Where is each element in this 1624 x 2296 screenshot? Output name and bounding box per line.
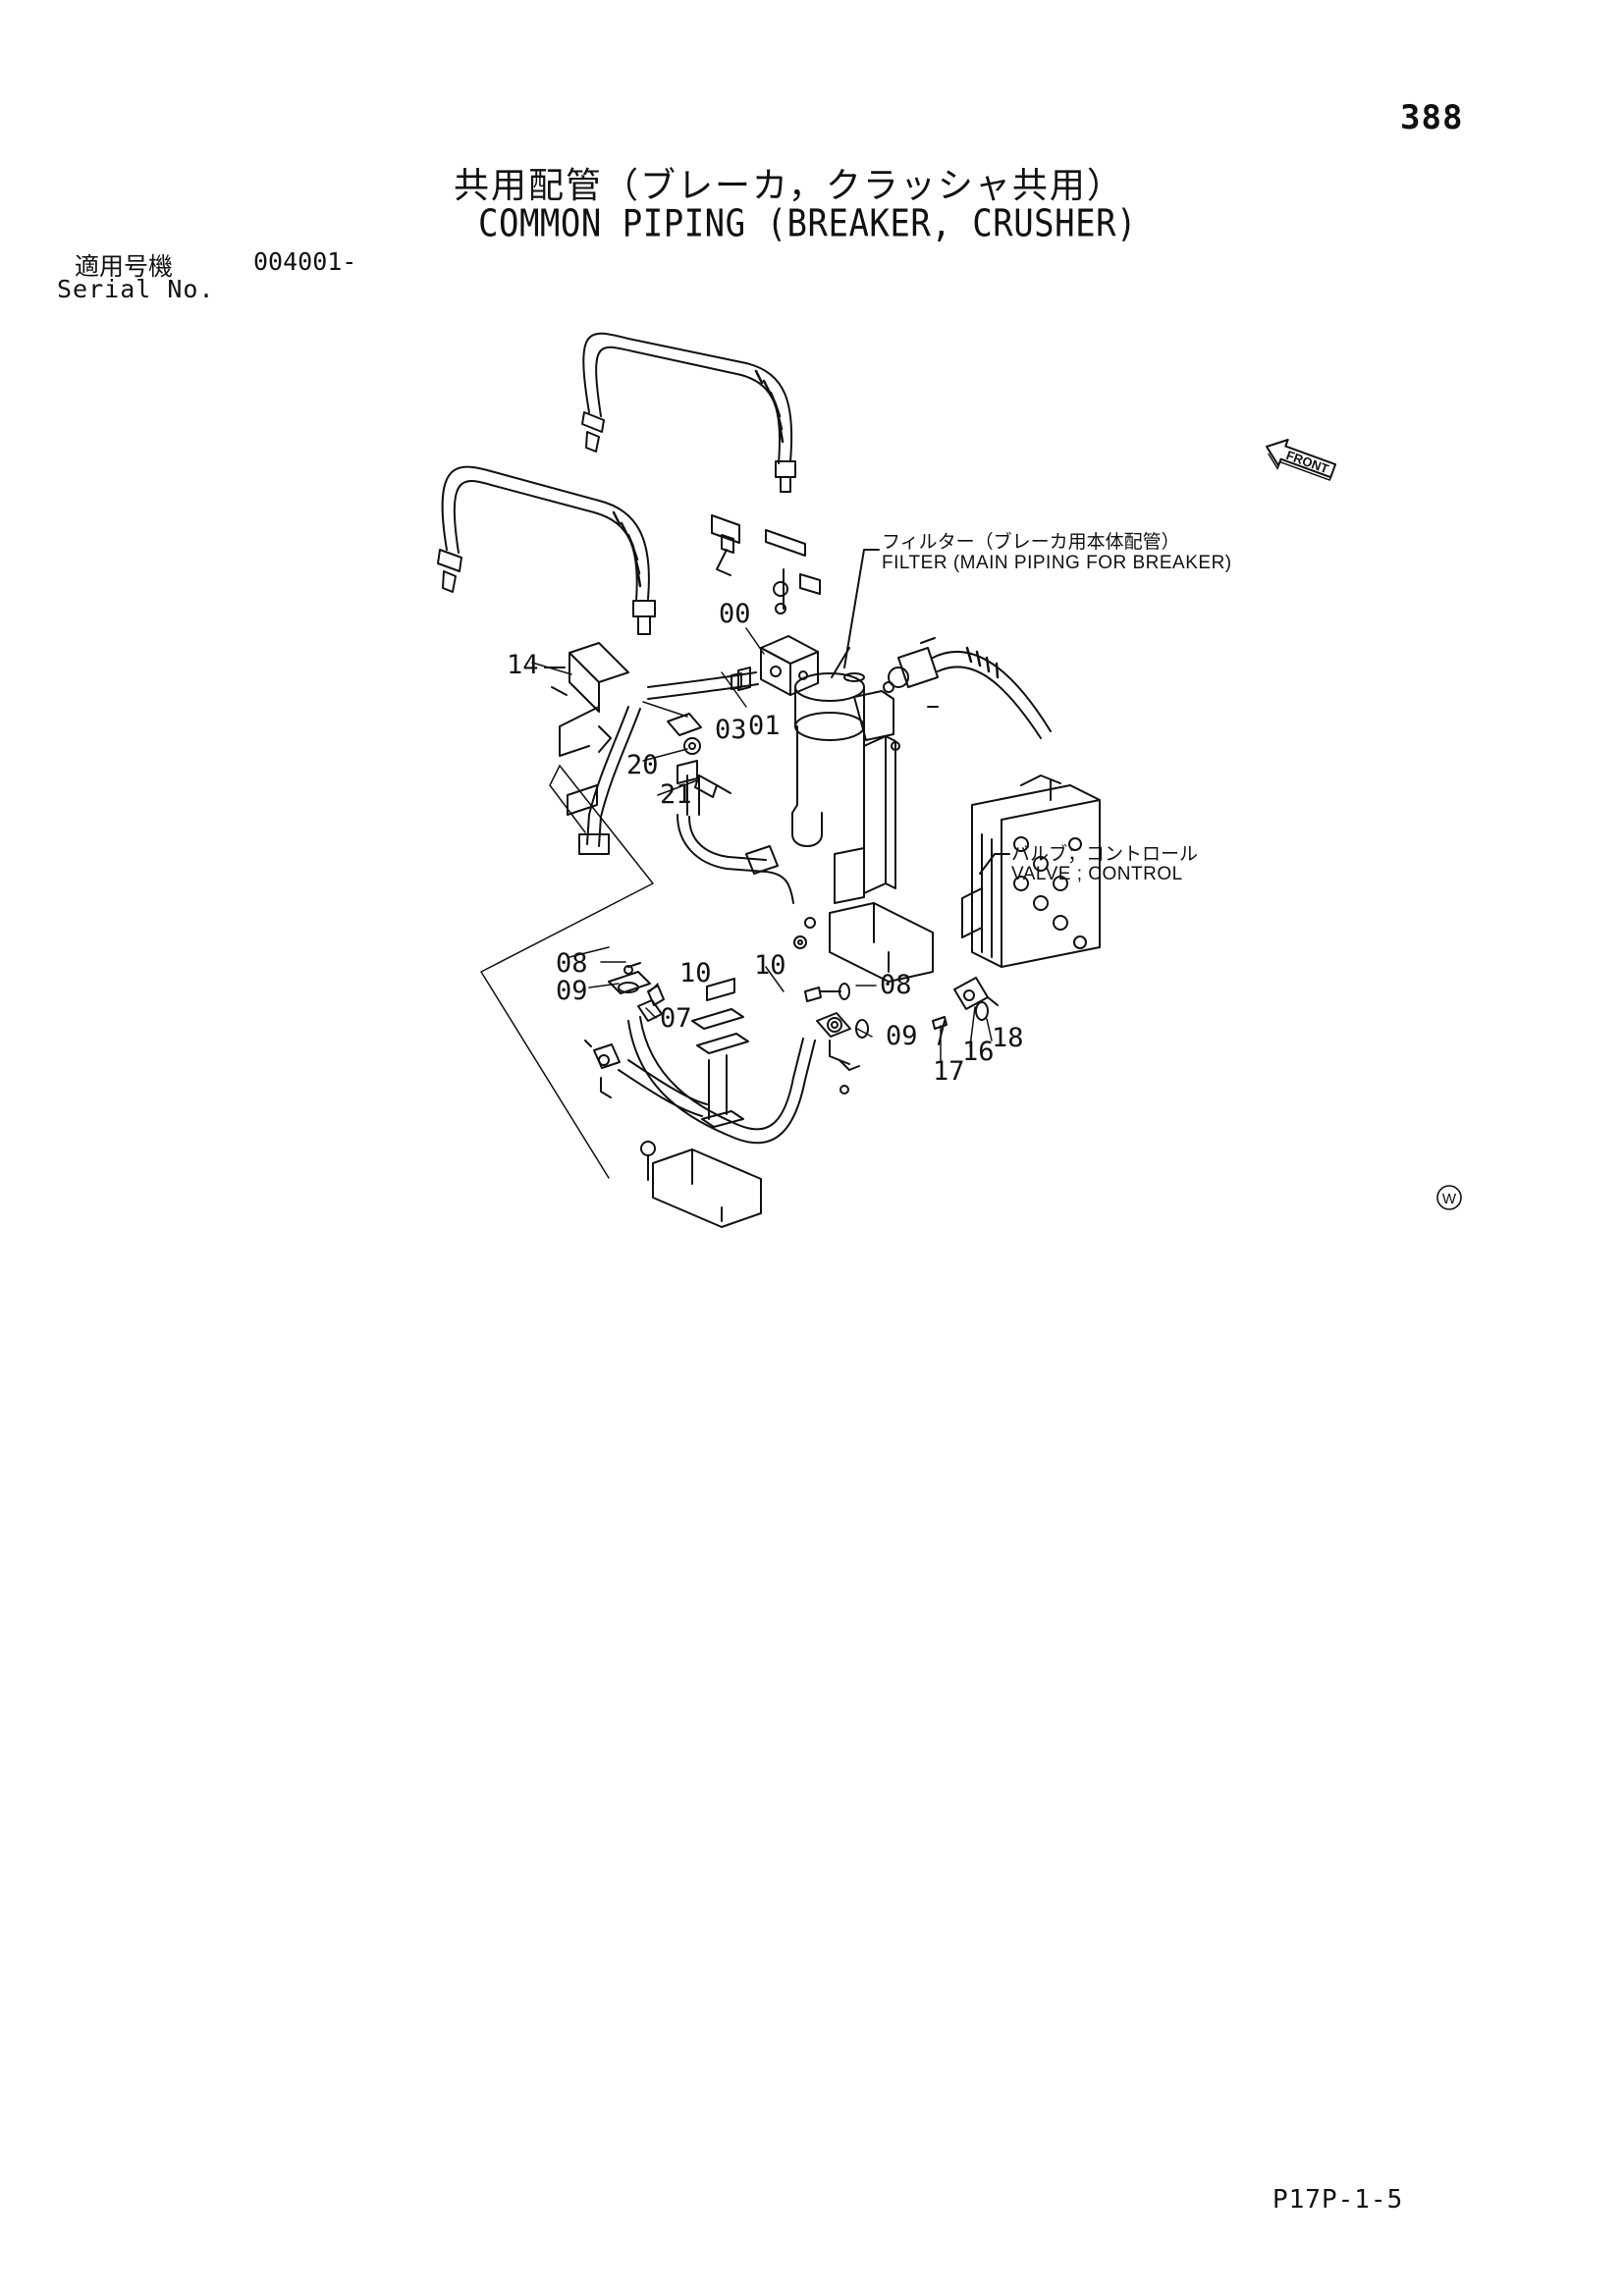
left-pipe-vertical bbox=[567, 706, 641, 855]
page-number: 388 bbox=[1400, 98, 1464, 137]
title-english: COMMON PIPING (BREAKER, CRUSHER) bbox=[478, 202, 1138, 246]
part-number-labels: 14 00 01 03 20 21 08 09 10 07 10 08 09 1… bbox=[507, 599, 1024, 1087]
part-label-17: 17 bbox=[933, 1056, 965, 1087]
fitting-part-21 bbox=[694, 774, 731, 798]
right-hose bbox=[888, 637, 1052, 739]
w-label: W bbox=[1442, 1191, 1457, 1207]
front-direction-marker: FRONT bbox=[1266, 439, 1337, 481]
filter-callout-japanese: フィルター（ブレーカ用本体配管） bbox=[882, 531, 1180, 553]
filter-callout-english: FILTER (MAIN PIPING FOR BREAKER) bbox=[882, 553, 1232, 573]
serial-number-value: 004001- bbox=[253, 247, 357, 276]
part-label-21: 21 bbox=[660, 779, 692, 810]
callout-leaders bbox=[843, 549, 1010, 875]
bolt-part-17 bbox=[932, 1016, 947, 1045]
part-leaders bbox=[531, 627, 993, 1061]
clamp-part-20 bbox=[667, 713, 702, 784]
footer-page-code: P17P-1-5 bbox=[1272, 2185, 1404, 2215]
bracket-part-14 bbox=[544, 642, 629, 757]
hose-part-07 bbox=[627, 999, 816, 1145]
oring-part-18 bbox=[975, 1001, 989, 1021]
upper-fittings bbox=[711, 514, 821, 614]
group-outline bbox=[480, 765, 654, 1179]
part-label-08-left: 08 bbox=[556, 948, 588, 979]
w-symbol: W bbox=[1436, 1185, 1462, 1210]
flange-part-16 bbox=[953, 977, 999, 1010]
part-label-10-right: 10 bbox=[754, 950, 786, 981]
filter-lower-bracket bbox=[793, 847, 934, 983]
part-label-08-right: 08 bbox=[880, 970, 912, 1000]
bottom-bracket bbox=[640, 978, 762, 1228]
part-label-16: 16 bbox=[962, 1037, 995, 1067]
control-valve bbox=[961, 774, 1101, 968]
part-label-00: 00 bbox=[719, 599, 751, 629]
upper-hose-short bbox=[437, 465, 656, 635]
bottom-left-hose bbox=[584, 1040, 708, 1117]
part-label-09-left: 09 bbox=[556, 976, 588, 1006]
hose-part-03 bbox=[647, 667, 759, 700]
lower-pipe bbox=[677, 774, 794, 904]
part-label-10-left: 10 bbox=[679, 958, 712, 988]
part-label-18: 18 bbox=[992, 1023, 1024, 1053]
part-label-03: 03 bbox=[715, 715, 747, 745]
part-label-09-right: 09 bbox=[886, 1021, 918, 1051]
valve-callout-japanese: バルブ；コントロール bbox=[1011, 843, 1199, 865]
filter-assembly bbox=[791, 647, 900, 894]
upper-hose-long bbox=[581, 332, 796, 493]
right-fitting-cluster bbox=[804, 983, 869, 1095]
block-part-00 bbox=[760, 635, 819, 696]
serial-label-english: Serial No. bbox=[57, 275, 215, 303]
serial-label-japanese: 適用号機 bbox=[75, 252, 174, 281]
title-japanese: 共用配管（ブレーカ，クラッシャ共用） bbox=[454, 166, 1124, 206]
part-label-01: 01 bbox=[748, 711, 781, 741]
part-label-07: 07 bbox=[660, 1003, 692, 1034]
part-label-20: 20 bbox=[626, 750, 659, 780]
part-label-14: 14 bbox=[507, 650, 539, 680]
